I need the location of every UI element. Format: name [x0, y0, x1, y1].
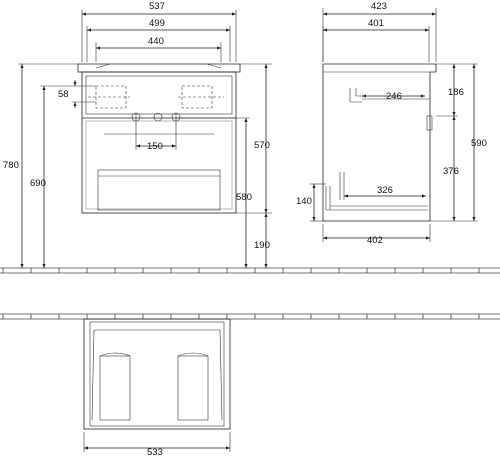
dim-499: 499	[149, 18, 165, 29]
dim-533: 533	[147, 447, 163, 456]
dim-376: 376	[443, 166, 459, 177]
side-view: 423 401 246 326 140 402 186	[296, 1, 487, 246]
dim-58: 58	[58, 89, 69, 100]
top-view: 533	[83, 318, 231, 456]
dim-780: 780	[3, 160, 19, 171]
dim-423: 423	[371, 1, 387, 12]
dim-570: 570	[254, 140, 270, 151]
floor-lines	[0, 267, 500, 320]
dim-401: 401	[368, 18, 384, 29]
dim-246: 246	[386, 91, 402, 102]
front-view: 537 499 440 150	[3, 1, 272, 268]
dim-580: 580	[236, 192, 252, 203]
dim-690: 690	[30, 178, 46, 189]
dim-537: 537	[149, 1, 165, 12]
dim-326: 326	[377, 185, 393, 196]
dim-140: 140	[296, 196, 312, 207]
dim-150: 150	[147, 141, 163, 152]
dim-190: 190	[254, 240, 270, 251]
dim-440: 440	[148, 36, 164, 47]
dim-590: 590	[471, 138, 487, 149]
dim-402: 402	[367, 235, 383, 246]
dim-186: 186	[448, 87, 464, 98]
